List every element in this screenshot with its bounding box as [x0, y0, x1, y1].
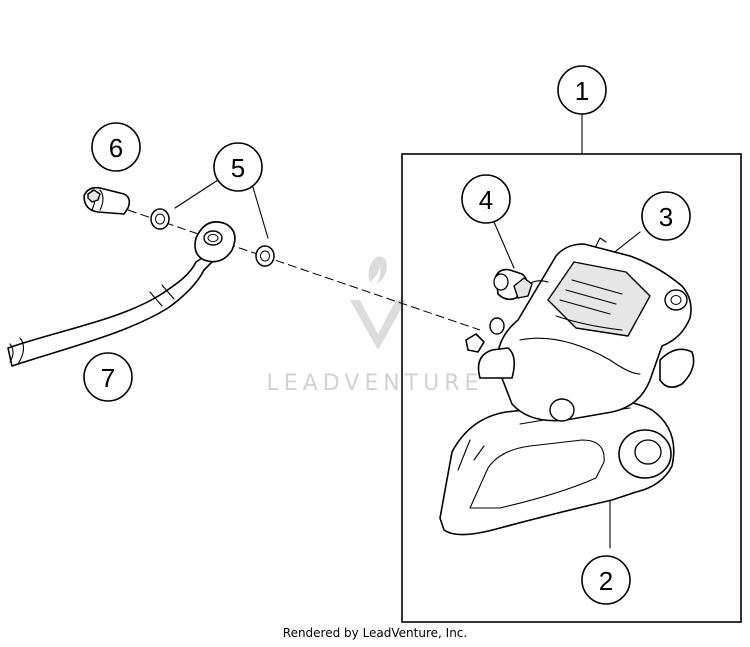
leader-5b: [251, 183, 269, 239]
callout-1-label: 1: [575, 76, 589, 106]
callout-5-label: 5: [231, 153, 245, 183]
callout-2: 2: [581, 555, 631, 605]
bleeder-valve: [493, 268, 533, 301]
render-credit: Rendered by LeadVenture, Inc.: [283, 626, 467, 640]
callout-3-label: 3: [659, 202, 673, 232]
assembly-axis-line: [127, 209, 481, 331]
callout-5: 5: [213, 142, 263, 192]
callout-3: 3: [641, 191, 691, 241]
callout-4-label: 4: [479, 185, 493, 215]
leader-5a: [174, 179, 219, 209]
caliper-assembly: [439, 237, 695, 536]
callout-1: 1: [557, 65, 607, 115]
banjo-fitting: [194, 221, 236, 263]
watermark-text: LEADVENTURE: [267, 371, 484, 396]
callout-6: 6: [91, 122, 141, 172]
callout-7: 7: [83, 352, 133, 402]
watermark: LEADVENTURE: [267, 256, 484, 396]
callout-6-label: 6: [109, 133, 123, 163]
watermark-logo: [350, 256, 406, 350]
leader-4: [493, 221, 515, 269]
assembly-outline: [401, 153, 742, 623]
callout-7-label: 7: [101, 363, 115, 393]
callout-4: 4: [461, 174, 511, 224]
sealing-washer-left: [150, 208, 170, 230]
brake-hose: [7, 253, 217, 367]
callout-2-label: 2: [599, 566, 613, 596]
caliper-bracket: [439, 399, 675, 536]
banjo-bolt: [83, 186, 131, 215]
sealing-washer-right: [255, 245, 275, 267]
